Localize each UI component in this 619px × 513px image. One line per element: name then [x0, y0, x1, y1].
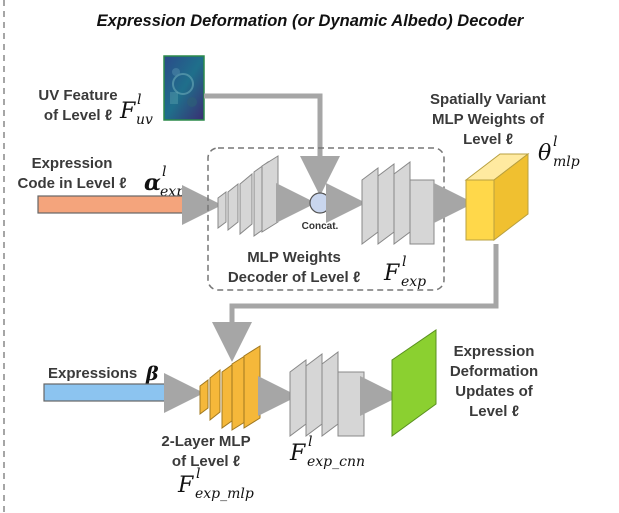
svg-text:l: l: [402, 254, 406, 270]
svg-text:l: l: [308, 434, 312, 450]
decoder-label-line2: Decoder of Level ℓ: [228, 269, 360, 286]
svg-text:uv: uv: [136, 112, 153, 128]
expr-code-label-line1: Expression: [32, 155, 113, 172]
decoder-input-layers: [217, 155, 279, 237]
output-label-line4: Level ℓ: [469, 403, 519, 420]
expr-code-label-line2: Code in Level ℓ: [17, 175, 126, 192]
concat-label: Concat.: [302, 221, 339, 232]
spatial-mlp-weights-block: [464, 152, 530, 242]
decoder-label-line1: MLP Weights: [247, 249, 341, 266]
expr-code-symbol: α l exp: [144, 164, 185, 200]
svg-text:exp: exp: [401, 274, 426, 290]
svg-text:θ: θ: [538, 141, 551, 166]
expressions-bar: [43, 383, 167, 402]
svg-text:F: F: [383, 261, 400, 286]
expressions-symbol: β: [145, 363, 159, 385]
uv-feature-label-line2: of Level ℓ: [44, 107, 112, 124]
svg-text:α: α: [144, 170, 161, 196]
svg-text:l: l: [162, 164, 166, 180]
diagram-title: Expression Deformation (or Dynamic Albed…: [97, 12, 525, 30]
spatial-mlp-label-line3: Level ℓ: [463, 131, 513, 148]
output-label-line1: Expression: [454, 343, 535, 360]
arrow-weights-to-mlp: [212, 244, 499, 362]
two-layer-mlp-symbol: F l exp_mlp: [177, 466, 254, 502]
output-deformation-block: [391, 329, 437, 437]
spatial-mlp-symbol: θ l mlp: [538, 134, 580, 170]
svg-text:l: l: [196, 466, 200, 482]
uv-feature-map-image: [163, 55, 205, 121]
svg-text:mlp: mlp: [553, 154, 580, 170]
uv-feature-label-line1: UV Feature: [38, 87, 117, 104]
svg-text:exp_mlp: exp_mlp: [195, 486, 254, 502]
svg-text:exp_cnn: exp_cnn: [307, 454, 365, 470]
spatial-mlp-label-line1: Spatially Variant: [430, 91, 546, 108]
svg-text:l: l: [553, 134, 557, 150]
spatial-mlp-label-line2: MLP Weights of: [432, 111, 545, 128]
decoder-symbol: F l exp: [383, 254, 426, 290]
svg-text:l: l: [137, 92, 141, 108]
two-layer-mlp-label-line2: of Level ℓ: [172, 453, 240, 470]
expression-code-bar: [37, 195, 187, 214]
expressions-label: Expressions: [48, 365, 137, 382]
concat-node: [309, 192, 331, 214]
decoder-output-layers: [361, 161, 435, 245]
svg-text:F: F: [177, 473, 194, 498]
output-label-line3: Updates of: [455, 383, 534, 400]
arrow-uv-to-concat: [204, 93, 340, 196]
uv-feature-symbol: F l uv: [119, 92, 153, 128]
two-layer-mlp-layers: [199, 345, 261, 431]
cnn-symbol: F l exp_cnn: [289, 434, 365, 470]
cnn-layers: [289, 351, 365, 437]
svg-text:F: F: [289, 441, 306, 466]
svg-text:F: F: [119, 99, 136, 124]
output-label-line2: Deformation: [450, 363, 538, 380]
two-layer-mlp-label-line1: 2-Layer MLP: [161, 433, 250, 450]
